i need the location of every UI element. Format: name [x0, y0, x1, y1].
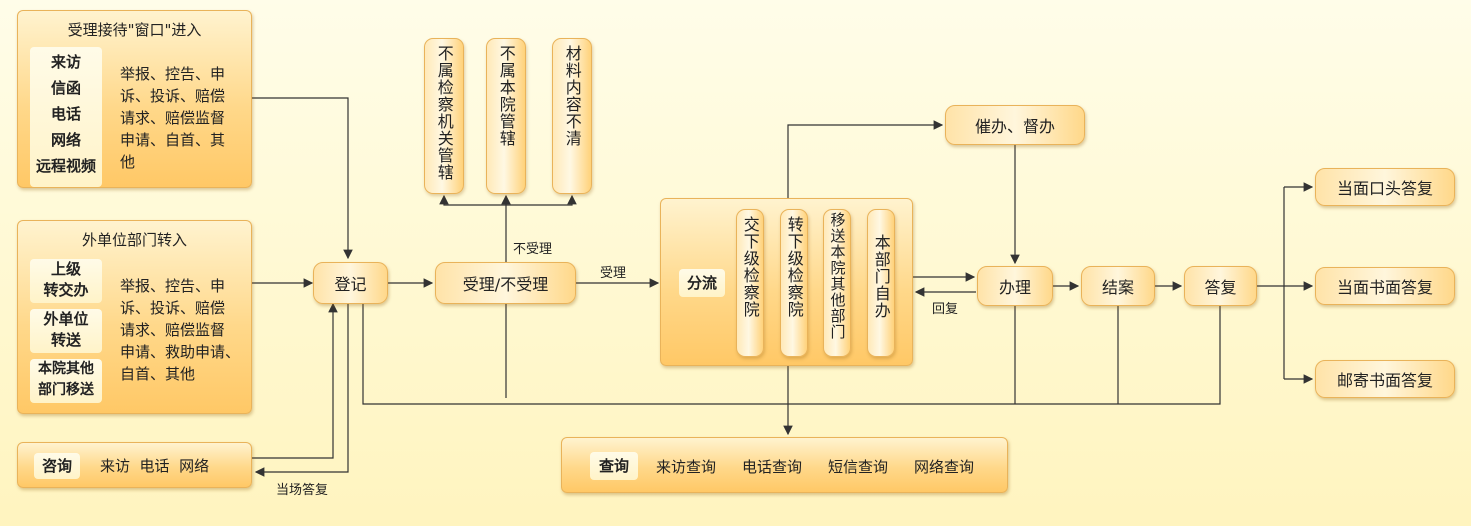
- reply-back-label: 回复: [932, 302, 959, 317]
- register-node: 登记: [313, 262, 388, 304]
- reject-not-this-court: 不属本院管辖: [486, 38, 526, 194]
- reply-node: 答复: [1184, 266, 1257, 306]
- reply-mode-mail: 邮寄书面答复: [1315, 360, 1455, 398]
- reply-mode-written: 当面书面答复: [1315, 267, 1455, 305]
- dispatch-option-text: 交下级检察院: [740, 216, 760, 318]
- dispatch-option-other-dept: 移送本院其他部门: [823, 209, 851, 357]
- window-desc-line: 申请、自首、其: [120, 131, 226, 149]
- external-transfer-box: 外单位部门转入 上级 转交办 外单位 转送 本院其他 部门移送 举报、控告、申 …: [17, 220, 252, 414]
- dispatch-option-text: 转下级检察院: [784, 216, 804, 318]
- window-desc-line: 他: [120, 153, 136, 171]
- query-box: 查询 来访查询 电话查询 短信查询 网络查询: [561, 437, 1008, 493]
- urge-node: 催办、督办: [945, 105, 1085, 145]
- consult-box: 咨询 来访 电话 网络: [17, 442, 252, 488]
- query-item-phone: 电话查询: [742, 458, 803, 476]
- dispatch-box: 分流 交下级检察院 转下级检察院 移送本院其他部门 本部门自办: [660, 198, 913, 366]
- consult-label: 咨询: [34, 453, 80, 479]
- source-internal-dept: 本院其他 部门移送: [30, 359, 102, 403]
- window-channels: 来访 信函 电话 网络 远程视频: [30, 47, 102, 187]
- window-intake-title: 受理接待"窗口"进入: [67, 21, 202, 39]
- not-accept-label: 不受理: [513, 242, 553, 257]
- reply-mode-oral: 当面口头答复: [1315, 168, 1455, 206]
- window-intake-box: 受理接待"窗口"进入 来访 信函 电话 网络 远程视频 举报、控告、申 诉、投诉…: [17, 10, 252, 188]
- dispatch-option-text: 本部门自办: [871, 234, 891, 319]
- consult-items: 来访 电话 网络: [100, 457, 210, 475]
- accept-label: 受理: [600, 266, 627, 281]
- dispatch-option-self: 本部门自办: [867, 209, 895, 357]
- external-desc-line: 举报、控告、申: [120, 277, 226, 295]
- dispatch-option-lower-transfer: 转下级检察院: [780, 209, 808, 357]
- source-superior: 上级 转交办: [30, 259, 102, 303]
- query-item-sms: 短信查询: [828, 458, 889, 476]
- window-desc-line: 举报、控告、申: [120, 65, 226, 83]
- channel-network: 网络: [50, 131, 81, 149]
- external-desc-line: 诉、投诉、赔偿: [120, 299, 226, 317]
- channel-visit: 来访: [50, 53, 81, 71]
- window-desc-line: 诉、投诉、赔偿: [120, 87, 226, 105]
- dispatch-option-text: 移送本院其他部门: [828, 212, 847, 340]
- channel-letter: 信函: [50, 79, 81, 97]
- reject-no-jurisdiction: 不属检察机关管辖: [424, 38, 464, 194]
- handle-node: 办理: [977, 266, 1053, 306]
- window-desc-line: 请求、赔偿监督: [120, 109, 226, 127]
- accept-node: 受理/不受理: [435, 262, 576, 304]
- external-desc-line: 申请、救助申请、: [120, 343, 241, 361]
- query-item-network: 网络查询: [914, 458, 975, 476]
- reject-unclear-material-text: 材料内容不清: [562, 45, 582, 147]
- query-item-visit: 来访查询: [656, 458, 717, 476]
- external-desc-line: 请求、赔偿监督: [120, 321, 226, 339]
- window-desc: 举报、控告、申 诉、投诉、赔偿 请求、赔偿监督 申请、自首、其 他: [120, 63, 225, 173]
- dispatch-option-lower-hand: 交下级检察院: [736, 209, 764, 357]
- reject-not-this-court-text: 不属本院管辖: [496, 45, 516, 147]
- source-external-unit: 外单位 转送: [30, 309, 102, 353]
- query-label: 查询: [590, 452, 638, 480]
- external-transfer-title: 外单位部门转入: [81, 231, 187, 249]
- reject-unclear-material: 材料内容不清: [552, 38, 592, 194]
- channel-video: 远程视频: [35, 157, 96, 175]
- dispatch-label: 分流: [679, 269, 725, 297]
- reject-no-jurisdiction-text: 不属检察机关管辖: [434, 45, 454, 181]
- external-desc-line: 自首、其他: [120, 365, 196, 383]
- external-desc: 举报、控告、申 诉、投诉、赔偿 请求、赔偿监督 申请、救助申请、 自首、其他: [120, 275, 240, 385]
- onsite-reply-label: 当场答复: [276, 483, 329, 498]
- close-case-node: 结案: [1081, 266, 1155, 306]
- channel-phone: 电话: [50, 105, 81, 123]
